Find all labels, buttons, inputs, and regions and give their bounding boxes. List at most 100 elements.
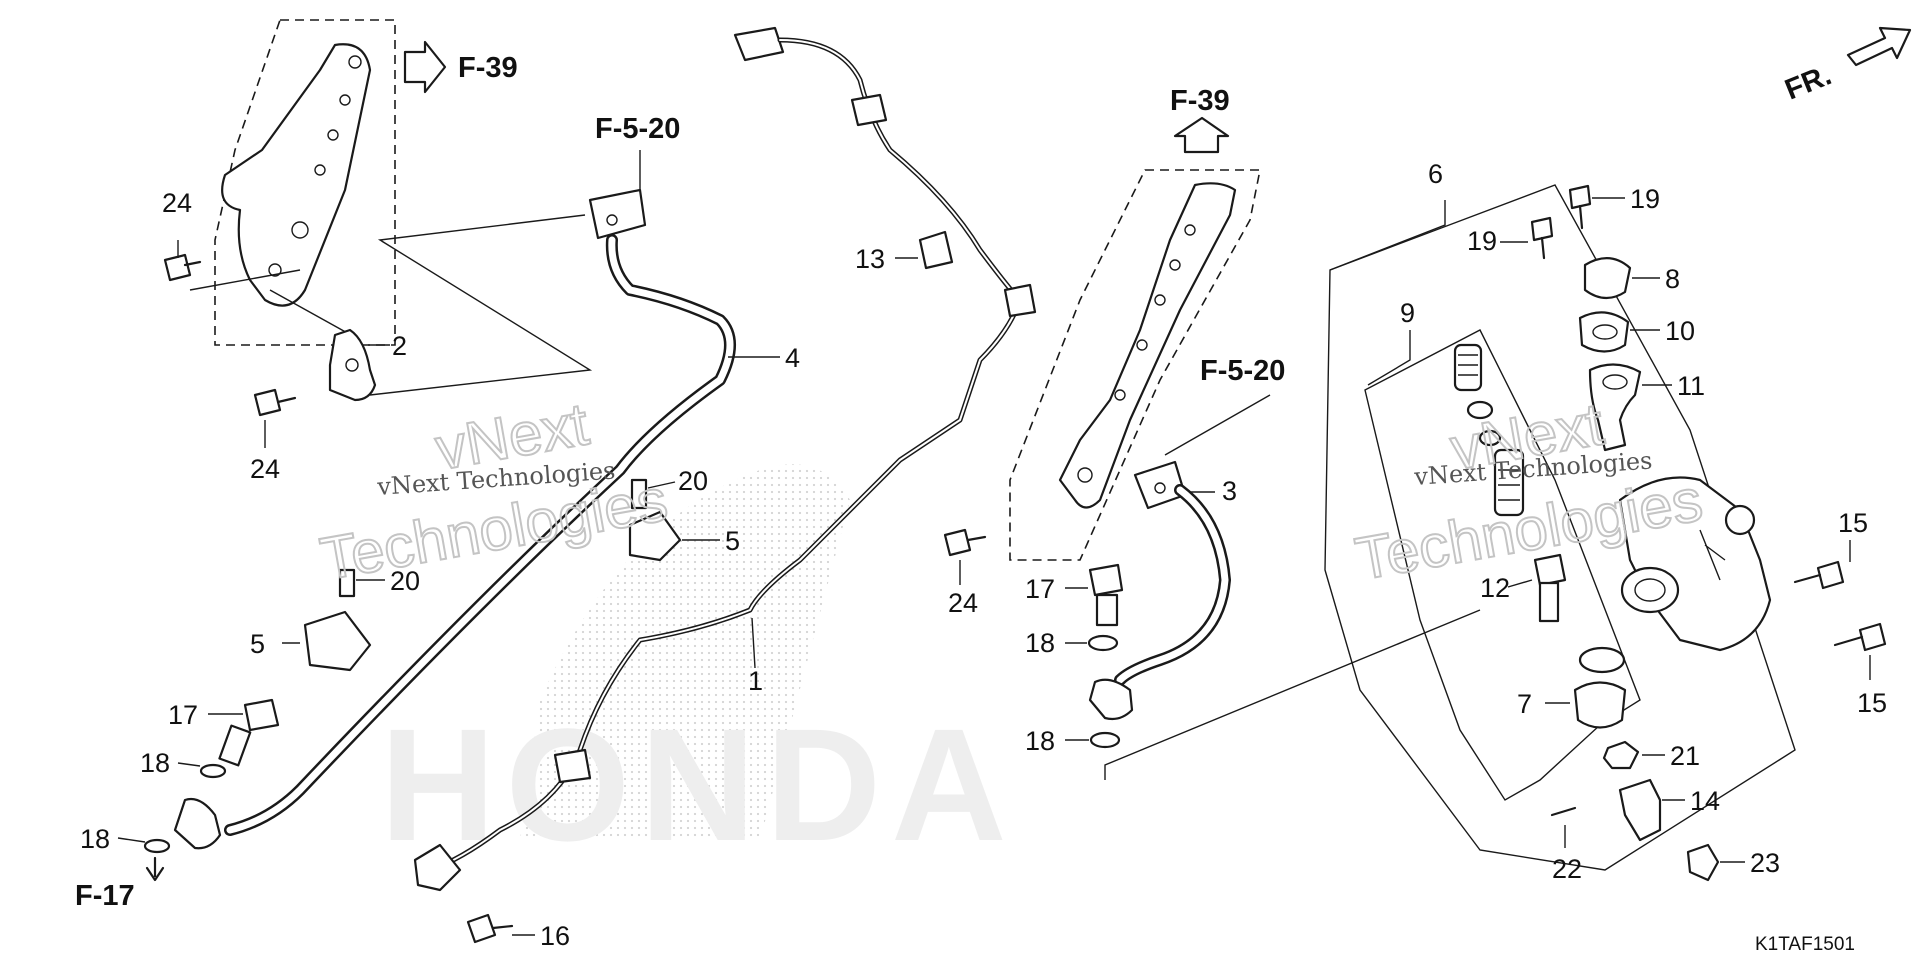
dotted-wing-shape	[520, 464, 850, 840]
bracket-hole	[327, 129, 339, 141]
nut-body	[1602, 740, 1640, 770]
part-number-18: 18	[140, 748, 170, 778]
hose-guide-5-lower	[282, 610, 372, 672]
front-direction-indicator: FR.	[1781, 26, 1912, 106]
push-rod-12	[1507, 553, 1567, 623]
harness-connector	[733, 26, 785, 62]
nut-21	[1602, 740, 1665, 770]
bolt-head	[163, 253, 192, 282]
bolt-shaft	[218, 724, 252, 767]
bolt-head	[1816, 560, 1845, 590]
down-arrow-icon	[145, 856, 165, 882]
leader-line	[1367, 330, 1411, 386]
brake-hose-3	[1088, 460, 1231, 721]
sealing-washer-18	[1089, 731, 1121, 749]
left-footpeg-bracket	[221, 43, 372, 307]
bolt-shaft	[276, 396, 297, 404]
bolt-20-upper	[630, 478, 676, 510]
master-cylinder-body	[1618, 476, 1772, 652]
ref-label-f5-20-left: F-5-20	[595, 113, 680, 145]
diaphragm-plate-10	[1578, 311, 1660, 353]
bolt-head	[943, 528, 972, 557]
cap-body	[1583, 257, 1632, 300]
bolt-shaft	[1793, 573, 1822, 584]
hose-banjo-end	[1088, 678, 1134, 721]
cup-seal	[1478, 429, 1502, 447]
leader-line	[647, 481, 676, 489]
part-number-24: 24	[250, 454, 280, 484]
front-arrow-icon	[1846, 26, 1912, 67]
clip-body	[918, 230, 954, 270]
leader-line	[117, 837, 146, 843]
boot-7	[1545, 646, 1627, 729]
part-number-4: 4	[785, 343, 800, 373]
cylinder-port	[1620, 566, 1680, 614]
spring-body	[1453, 343, 1483, 392]
part-number-12: 12	[1480, 573, 1510, 603]
harness-clip	[553, 748, 592, 784]
piston-body	[1493, 448, 1525, 517]
harness-clip-13	[895, 230, 954, 270]
part-number-20: 20	[390, 566, 420, 596]
part-number-17: 17	[1025, 574, 1055, 604]
screw-shaft	[1540, 236, 1546, 260]
left-bracket-dashed-outline	[214, 19, 396, 346]
part-number-7: 7	[1517, 689, 1532, 719]
hose-line-inner	[1116, 486, 1229, 684]
screw-shaft	[1578, 204, 1584, 230]
bracket-hole	[1169, 259, 1181, 271]
ref-label-f5-20-right: F-5-20	[1200, 355, 1285, 387]
diaphragm-body	[1588, 363, 1642, 452]
wheel-sensor-harness-1	[413, 26, 1037, 892]
boot-body	[1573, 681, 1627, 729]
spring-coils	[1458, 354, 1478, 376]
fitting-hole	[606, 214, 618, 226]
bolt-16	[466, 913, 535, 944]
part-number-20: 20	[678, 466, 708, 496]
hose-guide-5-upper	[628, 510, 720, 562]
part-number-5: 5	[250, 629, 265, 659]
harness-clip	[850, 93, 888, 127]
bolt-24-top	[163, 240, 202, 282]
part-number-19: 19	[1630, 184, 1660, 214]
part-number-11: 11	[1677, 371, 1705, 401]
bracket-hole	[268, 263, 282, 277]
bolt-head	[253, 388, 282, 417]
cylinder-port-inner	[1634, 578, 1666, 602]
cylinder-boss	[1724, 504, 1756, 536]
right-arrow-icon	[403, 40, 447, 94]
part-number-5: 5	[725, 526, 740, 556]
leader-line	[1164, 394, 1271, 456]
rod-head	[1533, 553, 1567, 587]
screw-19-top	[1568, 184, 1625, 230]
pin-body	[1550, 806, 1577, 817]
bolt-head	[1088, 563, 1124, 597]
part-number-16: 16	[540, 921, 570, 951]
part-number-15: 15	[1857, 688, 1887, 718]
screw-19-lower	[1500, 216, 1554, 260]
part-number-21: 21	[1670, 741, 1700, 771]
part-number-14: 14	[1690, 786, 1720, 816]
bolt-shaft	[1833, 635, 1864, 647]
diaphragm-ring	[1602, 374, 1628, 390]
banjo-bolt-17-left	[208, 698, 280, 767]
ref-label: F-39	[1170, 85, 1230, 117]
part-number-23: 23	[1750, 848, 1780, 878]
bolt-24-lower	[253, 388, 297, 448]
bolt-15-top	[1793, 540, 1851, 590]
part-number-17: 17	[168, 700, 198, 730]
part-number-6: 6	[1428, 159, 1443, 189]
sealing-washer-18	[143, 838, 171, 854]
leader-triangle	[369, 214, 593, 396]
clamp-hole	[345, 358, 359, 372]
bracket-hole	[1154, 294, 1166, 306]
f39-arrow-mid: F-39	[1170, 85, 1230, 154]
sealing-washer-18	[199, 763, 227, 779]
leader-line	[1104, 609, 1481, 780]
bolt-head	[466, 913, 497, 944]
pin-22	[1550, 806, 1577, 848]
up-arrow-icon	[1173, 116, 1230, 154]
rod-shaft	[1538, 581, 1560, 623]
hose-clamp-2	[328, 328, 390, 402]
